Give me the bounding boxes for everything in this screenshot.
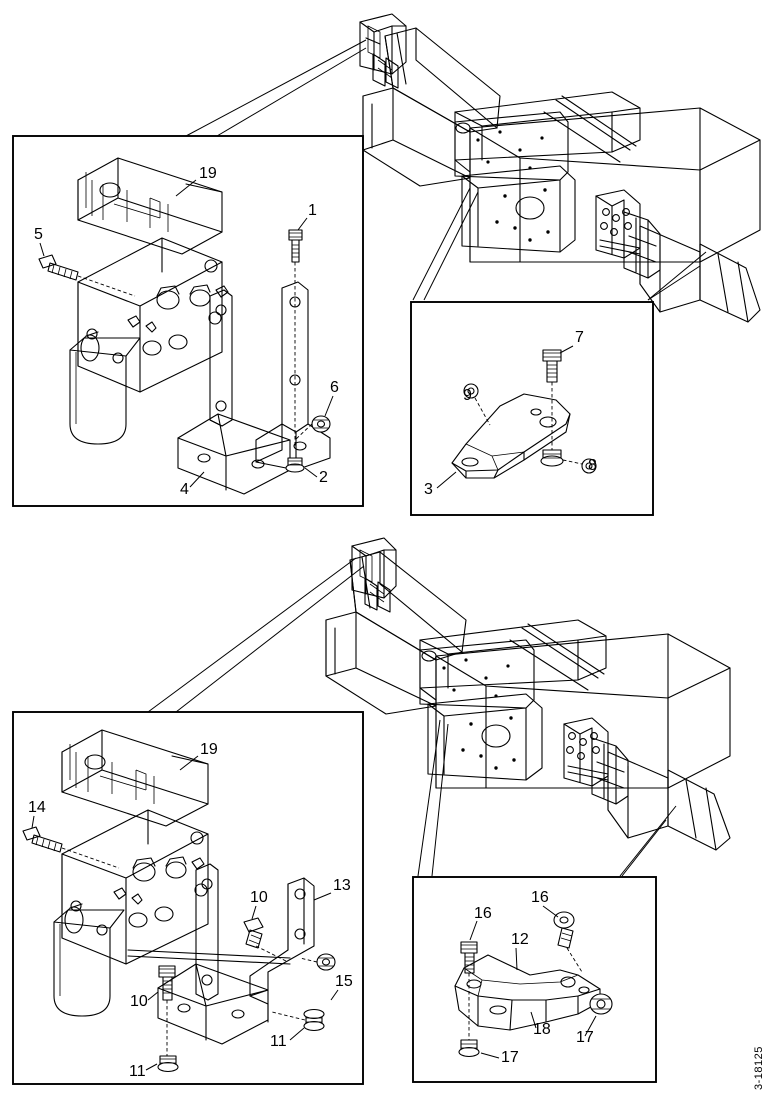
bolt-7	[542, 349, 562, 383]
callout-13: 13	[333, 877, 351, 894]
bolt-16-left	[460, 941, 478, 974]
leader-lines-upper-left	[185, 39, 367, 137]
lower-right-detail-box	[412, 876, 657, 1083]
lower-right-assembly: 16 16 12 18 17 17	[454, 889, 613, 1066]
nut-17-right	[589, 993, 613, 1015]
callout-16a: 16	[474, 905, 492, 922]
callout-15: 15	[335, 973, 353, 990]
lower-machine-illustration	[325, 537, 731, 851]
bolt-10-upper	[243, 917, 264, 949]
washer-15	[316, 953, 336, 971]
callout-18: 18	[533, 1021, 551, 1038]
bolt-14	[22, 826, 63, 853]
callout-3: 3	[424, 481, 433, 498]
callout-2: 2	[319, 469, 328, 486]
callout-10b: 10	[130, 993, 148, 1010]
upper-machine-illustration	[359, 13, 761, 323]
callout-14: 14	[28, 799, 46, 816]
washer-9	[463, 383, 479, 399]
callout-17a: 17	[501, 1049, 519, 1066]
callout-1: 1	[308, 202, 317, 219]
callout-12: 12	[511, 931, 529, 948]
upper-left-detail-box	[12, 135, 364, 507]
bolt-1	[288, 229, 303, 263]
callout-11a: 11	[129, 1063, 146, 1080]
lower-left-detail-box	[12, 711, 364, 1085]
nut-8-lower	[540, 449, 564, 467]
nut-2	[285, 457, 305, 473]
nut-11-bottom	[157, 1055, 179, 1073]
nut-17-left	[458, 1039, 480, 1058]
upper-left-assembly: 19 5 1 6 2 4	[34, 157, 339, 498]
leader-lines-lower-right	[417, 719, 677, 877]
washer-6	[311, 415, 331, 433]
page-id: 3-18125	[753, 1046, 765, 1090]
callout-8: 8	[588, 457, 597, 474]
callout-17b: 17	[576, 1029, 594, 1046]
bolt-16-right	[553, 911, 575, 949]
nut-11-right	[303, 1008, 325, 1032]
upper-right-assembly: 7 9 8 3	[424, 329, 597, 498]
callout-19b: 19	[200, 741, 218, 758]
leader-lines-lower-left	[147, 557, 365, 713]
leader-lines-upper-right	[412, 187, 707, 301]
callout-16b: 16	[531, 889, 549, 906]
bolt-5	[38, 254, 79, 281]
lower-left-assembly: 19 14 10 13 10 15 11 11	[22, 729, 353, 1080]
callout-6: 6	[330, 379, 339, 396]
callout-9: 9	[463, 387, 472, 404]
callout-11b: 11	[270, 1033, 287, 1050]
callout-5: 5	[34, 226, 43, 243]
callout-7: 7	[575, 329, 584, 346]
upper-right-detail-box	[410, 301, 654, 516]
washer-8	[581, 458, 597, 474]
callout-19: 19	[199, 165, 217, 182]
callout-10a: 10	[250, 889, 268, 906]
callout-4: 4	[180, 481, 189, 498]
bolt-10-lower	[158, 965, 176, 1001]
page-id-text: 3-18125	[753, 1046, 765, 1090]
